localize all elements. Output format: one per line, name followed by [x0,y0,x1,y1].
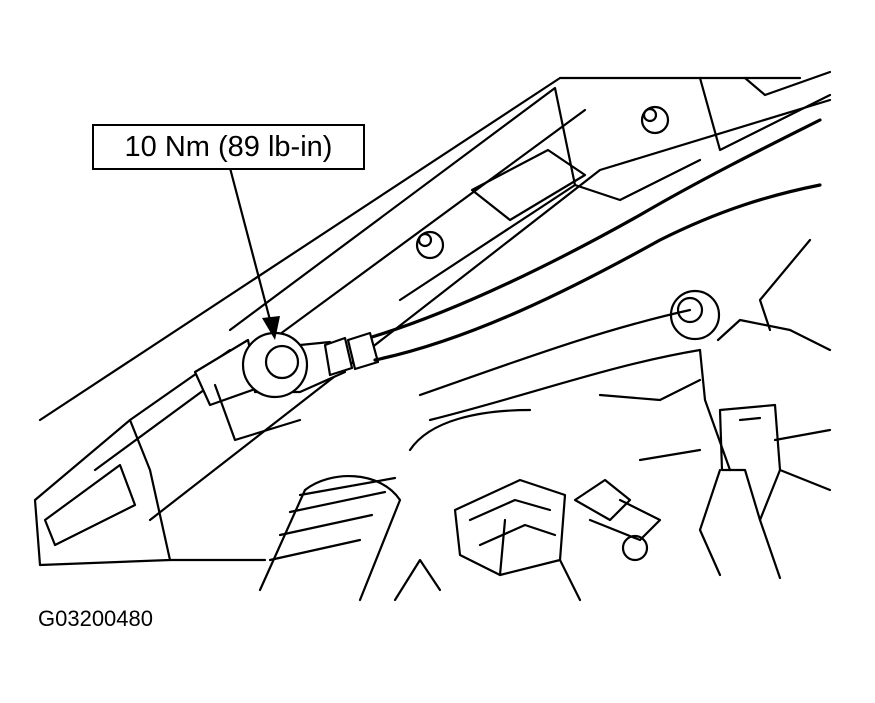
right-components [393,238,832,602]
coolant-hose [418,289,832,472]
figure-id: G03200480 [38,606,153,631]
ground-cable [323,118,822,377]
torque-callout: 10 Nm (89 lb-in) [92,124,365,170]
connector-block [453,478,662,577]
torque-label: 10 Nm (89 lb-in) [124,130,333,163]
leader-arrow [228,166,280,340]
body-panel [33,70,832,567]
corrugated-boot [258,474,402,602]
ground-bracket [193,331,347,442]
